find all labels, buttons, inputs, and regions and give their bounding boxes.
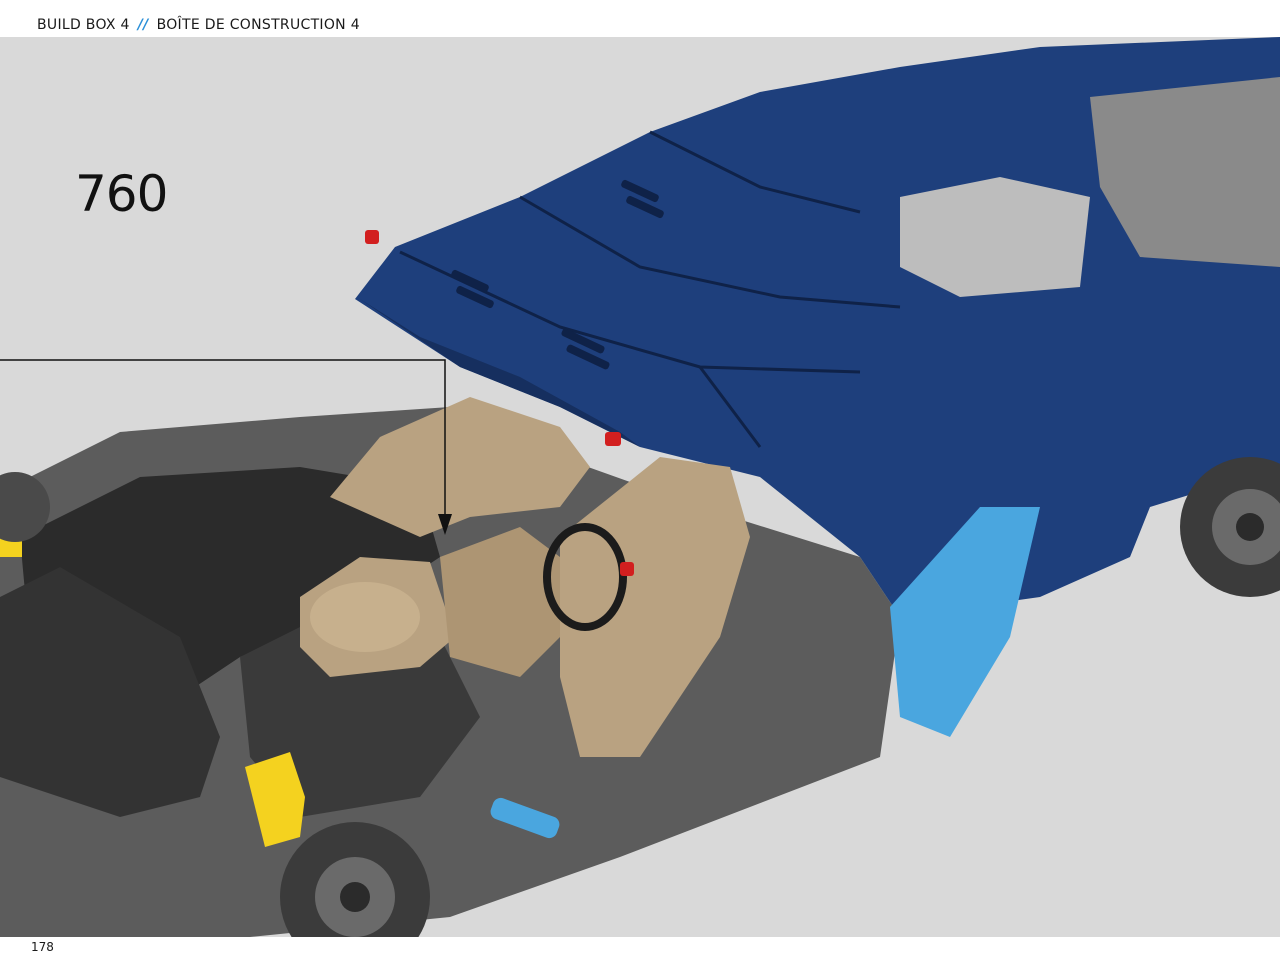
page-number: 178 [31,940,54,954]
header-separator: // [137,17,149,33]
header-left-label: BUILD BOX 4 [37,17,130,33]
page-footer: 178 [0,937,1280,974]
interior-seats [300,230,750,757]
model-illustration [0,37,1280,937]
header-title: BUILD BOX 4 // BOÎTE DE CONSTRUCTION 4 [37,17,360,33]
car-body [355,37,1280,617]
step-number: 760 [75,165,168,223]
instruction-panel: 760 [0,37,1280,937]
page-header: BUILD BOX 4 // BOÎTE DE CONSTRUCTION 4 [0,0,1280,37]
header-right-label: BOÎTE DE CONSTRUCTION 4 [156,17,360,33]
callout-arrow [0,359,452,535]
